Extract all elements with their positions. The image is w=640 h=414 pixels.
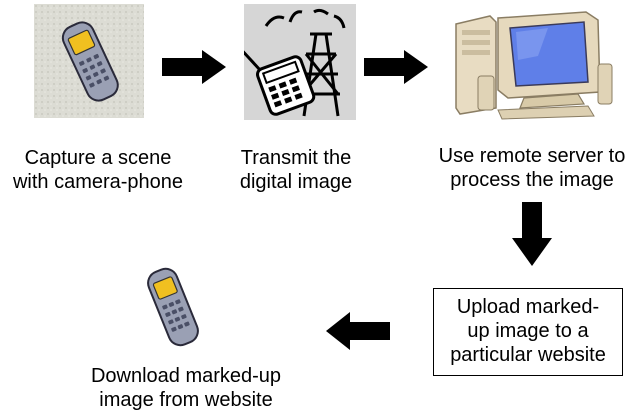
camera-phone-icon: [34, 4, 144, 118]
step-2-line-1: Transmit the: [240, 147, 352, 169]
step-5-line-2: image from website: [99, 389, 273, 411]
arrow-down: [512, 202, 552, 266]
step-3-label: Use remote server to process the image: [424, 144, 640, 192]
step-4-line-2: up image to a: [467, 320, 589, 342]
mobile-phone-icon: [128, 262, 218, 352]
step-1-label: Capture a scene with camera-phone: [0, 146, 196, 194]
arrow-left: [326, 312, 390, 350]
step-2-label: Transmit the digital image: [216, 146, 376, 194]
step-2-line-2: digital image: [239, 171, 353, 193]
step-5-line-1: Download marked-up: [90, 365, 282, 387]
upload-step-box: Upload marked- up image to a particular …: [433, 288, 623, 376]
step-1-line-2: with camera-phone: [12, 171, 184, 193]
step-1-line-1: Capture a scene: [24, 147, 172, 169]
computer-server-icon: [438, 6, 618, 120]
arrow-right-1: [162, 50, 226, 84]
step-4-label: Upload marked- up image to a particular …: [434, 295, 622, 367]
transmission-tower-phone-icon: [244, 4, 356, 120]
step-3-line-2: process the image: [450, 169, 614, 191]
step-4-line-3: particular website: [450, 344, 606, 366]
step-5-label: Download marked-up image from website: [66, 364, 306, 412]
arrow-right-2: [364, 50, 428, 84]
step-3-line-1: Use remote server to: [438, 145, 626, 167]
step-4-line-1: Upload marked-: [456, 296, 600, 318]
